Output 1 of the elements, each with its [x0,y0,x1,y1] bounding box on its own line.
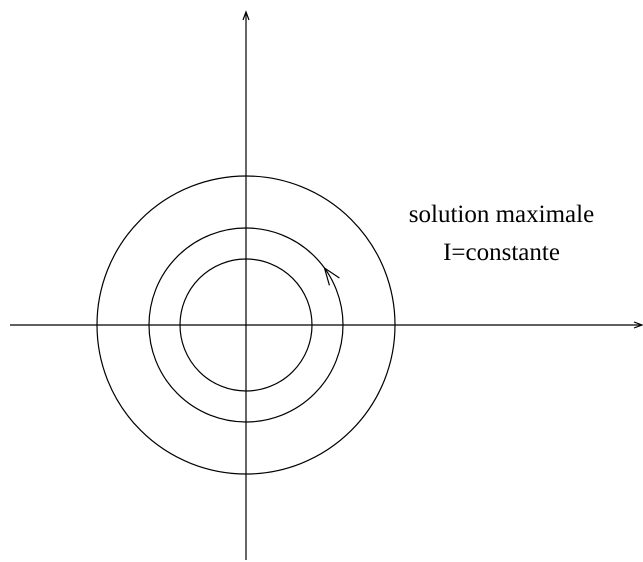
curve-annotation: solution maximale I=constante [408,200,596,268]
